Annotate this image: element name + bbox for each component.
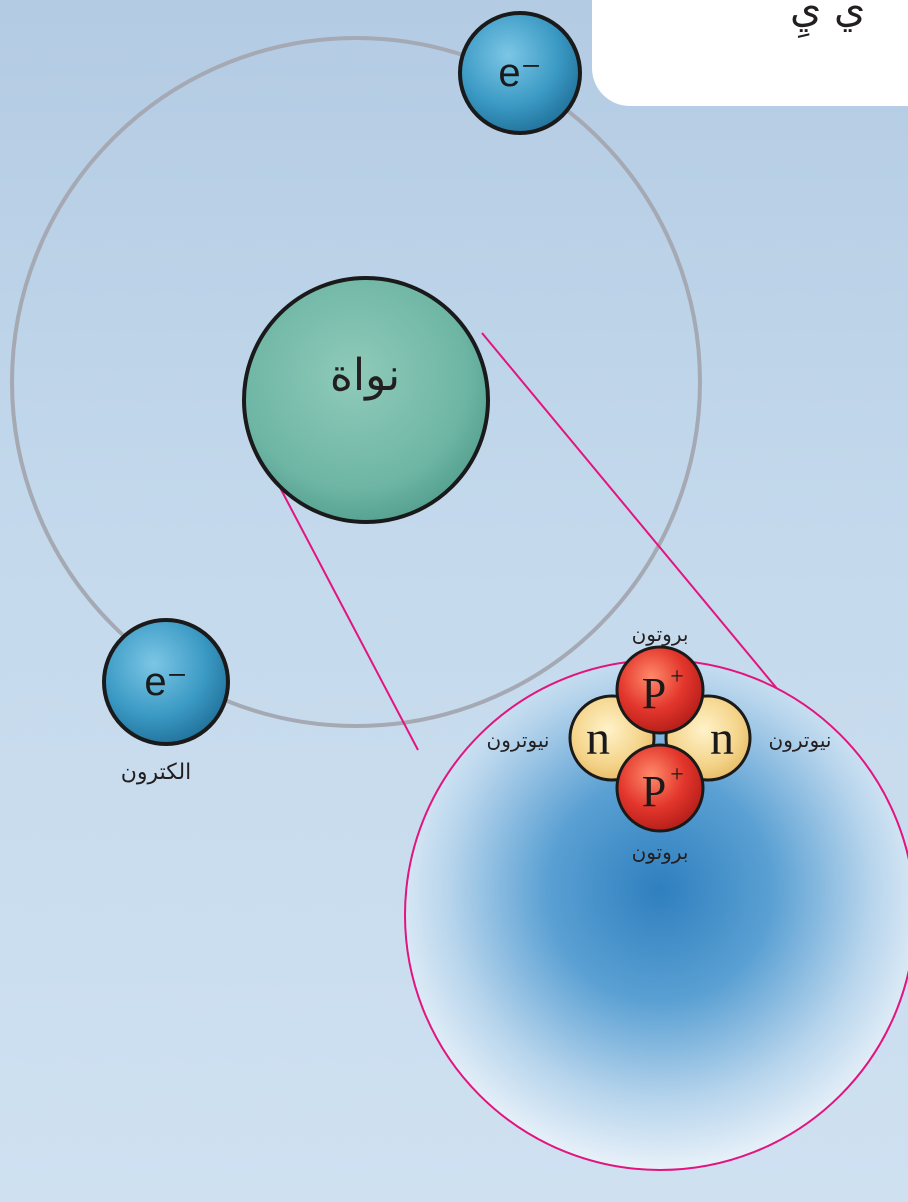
proton-top-charge: + bbox=[670, 664, 684, 690]
proton-top-symbol: P bbox=[642, 669, 666, 718]
electron-top-symbol: e⁻ bbox=[498, 51, 541, 95]
neutron-left-symbol: n bbox=[586, 712, 610, 765]
proton-label-bottom: بروتون bbox=[632, 840, 689, 864]
electron-bottom-symbol: e⁻ bbox=[144, 660, 187, 704]
electron-label: الكترون bbox=[121, 760, 192, 785]
nucleus-label: نواة bbox=[330, 350, 400, 401]
header-partial-text: ي يِ bbox=[790, 0, 865, 32]
proton-label-top: بروتون bbox=[632, 622, 689, 646]
neutron-label-left: نيوترون bbox=[487, 728, 550, 752]
nucleus-inset bbox=[405, 660, 908, 1170]
proton-bottom-symbol: P bbox=[642, 767, 666, 816]
neutron-label-right: نيوترون bbox=[769, 728, 832, 752]
proton-bottom-charge: + bbox=[670, 762, 684, 788]
neutron-right-symbol: n bbox=[710, 712, 734, 765]
